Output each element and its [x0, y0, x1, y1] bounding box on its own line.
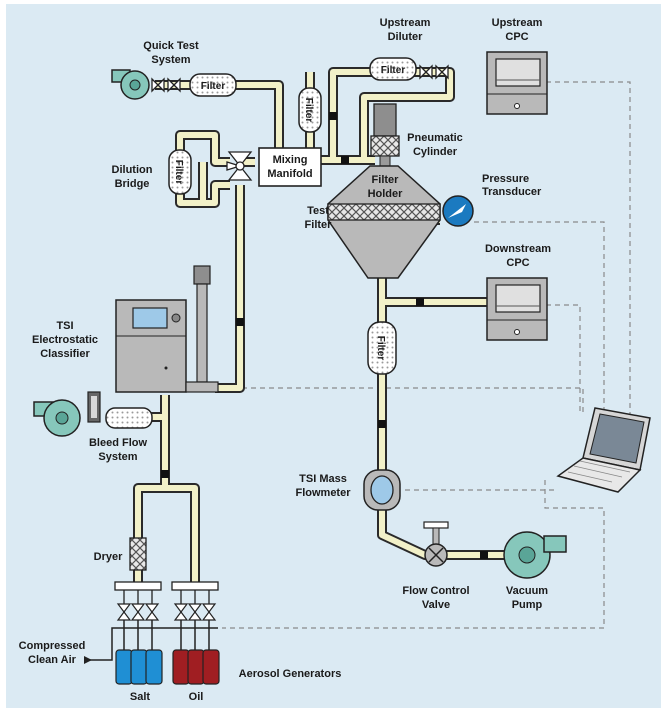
- oil-generator-bottles: [172, 649, 220, 685]
- pressure-transducer-gauge-icon: [442, 195, 474, 227]
- bleed-flow-label-line2: System: [98, 451, 137, 463]
- pressure-transducer-label-line1: Pressure: [482, 173, 529, 185]
- vacuum-pump-label-line2: Pump: [512, 599, 543, 611]
- classifier-label-line3: Classifier: [40, 348, 90, 360]
- classifier-label-line1: TSI: [56, 320, 73, 332]
- classifier-label-line2: Electrostatic: [32, 334, 98, 346]
- upstream-diluter-label-line2: Diluter: [388, 31, 424, 43]
- quick-test-fan-icon: [111, 69, 150, 100]
- dilution-bridge-valve-icon: [226, 151, 253, 181]
- salt-label: Salt: [130, 691, 151, 703]
- bleed-flow-filter: [105, 407, 153, 429]
- filter-holder: [327, 165, 441, 279]
- pneumatic-cylinder-label-line1: Pneumatic: [407, 132, 463, 144]
- filter-label: Filter: [201, 81, 226, 92]
- upstream-cpc-label-line2: CPC: [505, 31, 528, 43]
- mass-flowmeter: [363, 469, 401, 511]
- salt-generator-bottles: [115, 649, 163, 685]
- quick-test-valve-icon: [151, 77, 181, 93]
- bleed-flow-meter-icon: [87, 391, 101, 423]
- dilution-bridge-label-line2: Bridge: [115, 178, 150, 190]
- upstream-cpc-device: [486, 51, 548, 115]
- vacuum-pump-label-line1: Vacuum: [506, 585, 548, 597]
- upstream-cpc-label-line1: Upstream: [492, 17, 543, 29]
- flow-control-valve-icon: [423, 521, 449, 567]
- dilution-bridge-label-line1: Dilution: [112, 164, 153, 176]
- quick-test-filter: Filter: [189, 73, 237, 97]
- mixing-manifold: [258, 147, 322, 187]
- filter-holder-label-line1: Filter: [372, 174, 400, 186]
- vacuum-pump-icon: [503, 531, 567, 579]
- mixing-manifold-label-line1: Mixing: [273, 154, 308, 166]
- dryer: [129, 537, 147, 571]
- laptop-computer-icon: [556, 407, 651, 493]
- mass-flowmeter-label-line2: Flowmeter: [295, 487, 351, 499]
- electrostatic-classifier-device: [115, 265, 219, 393]
- filter-label: Filter: [303, 98, 314, 123]
- top-vertical-filter: Filter: [298, 87, 322, 133]
- oil-label: Oil: [189, 691, 204, 703]
- quick-test-label-line1: Quick Test: [143, 40, 199, 52]
- filter-label: Filter: [381, 65, 406, 76]
- aerosol-generators-label: Aerosol Generators: [239, 668, 342, 680]
- downstream-cpc-label-line1: Downstream: [485, 243, 551, 255]
- filter-label: Filter: [375, 336, 386, 361]
- bleed-flow-fan-icon: [33, 399, 81, 437]
- test-filter-label-line2: Filter: [305, 219, 333, 231]
- compressed-air-line: [84, 620, 218, 661]
- pressure-transducer-label-line2: Transducer: [482, 186, 542, 198]
- flow-markers: [161, 112, 488, 559]
- generator-valves: [116, 603, 217, 621]
- bleed-flow-label-line1: Bleed Flow: [89, 437, 148, 449]
- compressed-air-arrow-icon: [84, 656, 92, 664]
- test-filter-label-line1: Test: [307, 205, 329, 217]
- downstream-vertical-filter: Filter: [367, 321, 397, 375]
- compressed-air-label-line2: Clean Air: [28, 654, 77, 666]
- filter-label: Filter: [173, 160, 184, 185]
- mixing-manifold-label-line2: Manifold: [267, 168, 312, 180]
- filter-holder-label-line2: Holder: [368, 188, 404, 200]
- signal-lines: [215, 81, 631, 629]
- upstream-diluter-filter: Filter: [369, 57, 417, 81]
- quick-test-label-line2: System: [151, 54, 190, 66]
- pneumatic-cylinder-label-line2: Cylinder: [413, 146, 458, 158]
- dilution-bridge-filter: Filter: [168, 149, 192, 195]
- compressed-air-label-line1: Compressed: [19, 640, 86, 652]
- flow-control-valve-label-line2: Valve: [422, 599, 450, 611]
- dryer-label: Dryer: [94, 551, 123, 563]
- downstream-cpc-label-line2: CPC: [506, 257, 529, 269]
- mass-flowmeter-label-line1: TSI Mass: [299, 473, 347, 485]
- pneumatic-cylinder: [370, 103, 400, 167]
- downstream-cpc-device: [486, 277, 548, 341]
- generator-manifolds: [114, 581, 219, 604]
- upstream-diluter-valve-icon: [419, 64, 449, 80]
- upstream-diluter-label-line1: Upstream: [380, 17, 431, 29]
- flow-control-valve-label-line1: Flow Control: [402, 585, 469, 597]
